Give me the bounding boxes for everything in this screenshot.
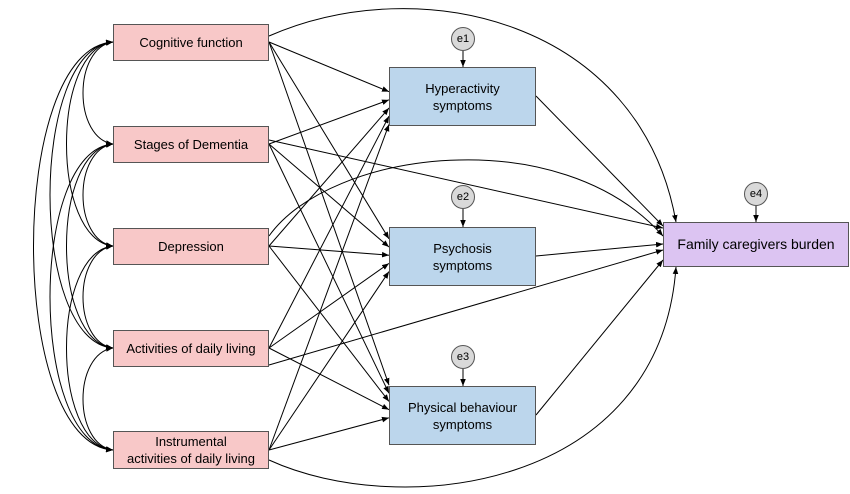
node-activities-of-daily-living: Activities of daily living <box>113 330 269 367</box>
path-stages-to-phys <box>268 143 390 394</box>
path-stages-to-burden <box>268 139 664 230</box>
path-iadl-to-psych <box>268 271 390 451</box>
cov-cognitive-adl <box>49 39 114 351</box>
path-hyper-to-burden <box>535 95 664 227</box>
path-iadl-to-phys <box>268 416 390 451</box>
path-stages-to-psych <box>268 143 390 248</box>
node-cognitive-function: Cognitive function <box>113 24 269 61</box>
node-hyperactivity-symptoms: Hyperactivity symptoms <box>389 67 536 126</box>
cov-cognitive-iadl <box>33 39 114 453</box>
path-adl-to-hyper <box>268 115 390 349</box>
node-family-caregivers-burden: Family caregivers burden <box>663 222 849 267</box>
cov-cognitive-stages <box>82 40 114 146</box>
path-stages-to-hyper <box>268 99 390 145</box>
node-label: Hyperactivity symptoms <box>425 80 500 113</box>
path-adl-to-burden <box>268 249 664 366</box>
node-label: Activities of daily living <box>126 341 256 356</box>
error-label: e4 <box>749 188 763 200</box>
cov-depression-adl <box>82 244 114 350</box>
path-psych-to-burden <box>535 241 664 257</box>
node-depression: Depression <box>113 228 269 265</box>
path-depression-to-burden <box>268 159 664 237</box>
path-cognitive-to-psych <box>268 41 390 240</box>
path-adl-to-psych <box>268 262 390 349</box>
error-e1: e1 <box>451 27 475 51</box>
path-depression-to-phys <box>268 245 390 402</box>
node-psychosis-symptoms: Psychosis symptoms <box>389 227 536 286</box>
node-label: Instrumental activities of daily living <box>127 434 255 466</box>
node-label: Stages of Dementia <box>133 137 249 152</box>
node-label: Family caregivers burden <box>677 236 835 252</box>
path-iadl-to-burden <box>268 266 679 488</box>
error-label: e3 <box>456 351 470 363</box>
path-depression-to-hyper <box>268 107 390 247</box>
node-label: Psychosis symptoms <box>432 240 493 273</box>
path-cognitive-to-phys <box>268 41 390 386</box>
error-label: e2 <box>456 191 470 203</box>
path-adl-to-phys <box>268 347 390 411</box>
path-depression-to-psych <box>268 245 390 258</box>
path-phys-to-burden <box>535 259 664 416</box>
error-label: e1 <box>456 33 470 45</box>
cov-adl-iadl <box>82 346 114 452</box>
cov-stages-iadl <box>49 141 114 453</box>
error-e2: e2 <box>451 185 475 209</box>
cov-stages-adl <box>66 141 114 351</box>
cov-cognitive-depression <box>66 39 114 249</box>
node-stages-of-dementia: Stages of Dementia <box>113 126 269 163</box>
node-label: Depression <box>158 239 224 254</box>
cov-depression-iadl <box>66 243 114 453</box>
node-physical-behaviour-symptoms: Physical behaviour symptoms <box>389 386 536 445</box>
path-cognitive-to-burden <box>268 8 678 223</box>
path-iadl-to-hyper <box>268 124 390 451</box>
path-cognitive-to-hyper <box>268 41 390 93</box>
node-instrumental-activities: Instrumental activities of daily living <box>113 431 269 469</box>
node-label: Cognitive function <box>139 35 243 50</box>
error-e3: e3 <box>451 345 475 369</box>
error-e4: e4 <box>744 182 768 206</box>
cov-stages-depression <box>82 142 114 248</box>
node-label: Physical behaviour symptoms <box>407 399 518 432</box>
